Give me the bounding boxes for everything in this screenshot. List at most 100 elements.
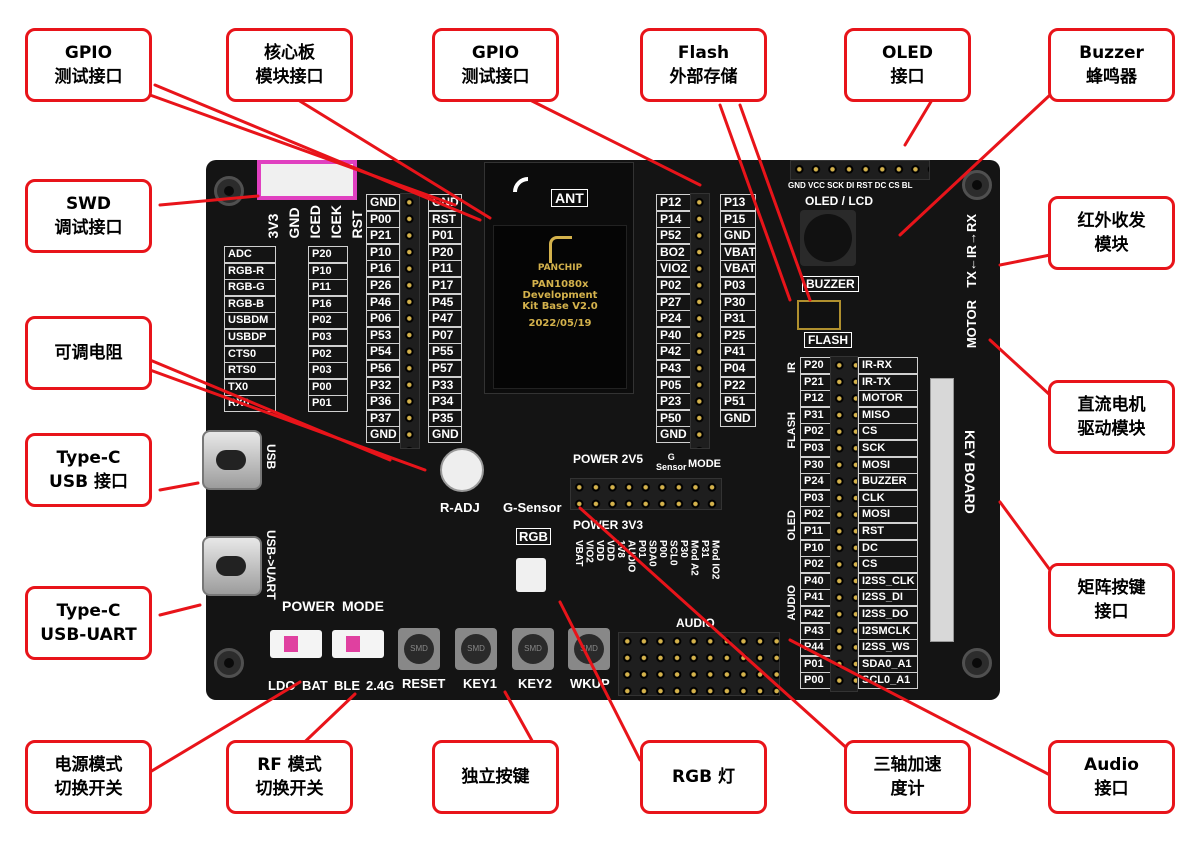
callout-swd: SWD 调试接口 (25, 179, 152, 253)
pin-label: P35 (428, 409, 462, 427)
g-sensor-label: G-Sensor (503, 500, 562, 515)
pin-label: VBAT (720, 260, 756, 278)
pin-label: P46 (366, 293, 400, 311)
pin-label: P07 (428, 326, 462, 344)
column-label: VBAT (573, 540, 584, 567)
rgb-label: RGB (516, 528, 551, 545)
module-brand: PANCHIP (537, 263, 583, 273)
pin-label: IR-RX (858, 357, 918, 374)
pin-label: P34 (428, 393, 462, 411)
pin-label: P15 (720, 210, 756, 228)
column-label: VDD (604, 540, 616, 562)
core-module: ANT PANCHIP PAN1080x Development Kit Bas… (484, 162, 634, 394)
oled-pin-labels: GND VCC SCK DI RST DC CS BL (788, 181, 913, 190)
pin-label: P25 (720, 326, 756, 344)
key1-button (455, 628, 497, 670)
pin-label: VBAT (720, 243, 756, 261)
power-label: POWER (282, 598, 335, 614)
pin-label: P53 (366, 326, 400, 344)
pin-label: P21 (366, 227, 400, 245)
rf-mode-switch (332, 630, 384, 658)
callout-keys: 独立按键 (432, 740, 559, 814)
column-label: SCL0 (667, 540, 679, 566)
pin-label: P31 (720, 310, 756, 328)
pin-label: P10 (308, 262, 348, 280)
column-label: VIO2 (583, 540, 595, 563)
pin-label: P03 (308, 329, 348, 346)
pin-label: GND (720, 409, 756, 427)
ble-label: BLE (334, 678, 360, 693)
module-line2: Kit Base V2.0 (522, 301, 598, 312)
pin-label: P37 (366, 409, 400, 427)
pin-label: IR-TX (858, 373, 918, 391)
pin-label: P36 (366, 393, 400, 411)
pin-label: I2SMCLK (858, 622, 918, 640)
right-block-header (830, 356, 858, 692)
ant-label: ANT (551, 189, 588, 207)
pin-label: GND (720, 227, 756, 245)
callout-rgb: RGB 灯 (640, 740, 767, 814)
pin-label: GND (428, 426, 462, 444)
key2-button (512, 628, 554, 670)
callout-core-board: 核心板 模块接口 (226, 28, 353, 102)
pin-label: P06 (366, 310, 400, 328)
usb-label: USB (264, 444, 278, 470)
pin-label: USBDP (224, 329, 276, 346)
gpio-left-header (400, 193, 420, 449)
mode-label: MODE (342, 598, 384, 614)
pin-label: MOSI (858, 506, 918, 524)
pin-label: P30 (720, 293, 756, 311)
pin-label: P10 (366, 243, 400, 261)
pin-label: ADC (224, 246, 276, 263)
callout-accel: 三轴加速 度计 (844, 740, 971, 814)
pin-label: P01 (428, 227, 462, 245)
callout-keyboard: 矩阵按键 接口 (1048, 563, 1175, 637)
pin-label: P16 (308, 295, 348, 313)
column-label: 1V8 (615, 540, 626, 558)
pin-label: P22 (720, 376, 756, 394)
gpio-right-header (690, 193, 710, 449)
column-label: P01 (636, 540, 647, 558)
mount-hole (962, 648, 992, 678)
pin-label: P02 (308, 345, 348, 363)
potentiometer (440, 448, 484, 492)
pin-label: USBDM (224, 312, 276, 330)
pin-label: P20 (428, 243, 462, 261)
pin-label: P01 (308, 395, 348, 413)
pin-label: P47 (428, 310, 462, 328)
column-label: Mod A2 (688, 540, 700, 576)
keyboard-connector (930, 378, 954, 642)
pin-label: P00 (308, 378, 348, 396)
module-chip: PANCHIP PAN1080x Development Kit Base V2… (493, 225, 627, 389)
usb-typec-port (202, 430, 262, 490)
radj-label: R-ADJ (440, 500, 480, 515)
pin-label: P04 (720, 360, 756, 377)
callout-buzzer: Buzzer 蜂鸣器 (1048, 28, 1175, 102)
pin-label: P45 (428, 293, 462, 311)
callout-pot: 可调电阻 (25, 316, 152, 390)
flash-label: FLASH (804, 332, 852, 348)
callout-typec-uart: Type-C USB-UART (25, 586, 152, 660)
power-mode-header (570, 478, 722, 510)
pin-label: P02 (308, 312, 348, 330)
pin-label: P11 (428, 260, 462, 278)
key2-label: KEY2 (518, 676, 552, 691)
pin-label: P03 (308, 362, 348, 380)
power-3v3-label: POWER 3V3 (573, 518, 644, 532)
pin-label: CS (858, 423, 918, 441)
pin-label: P03 (720, 277, 756, 294)
column-label: Mod IO2 (709, 540, 721, 580)
pin-label: CTS0 (224, 345, 276, 363)
oled-header (790, 160, 930, 180)
pin-label: SDA0_A1 (858, 655, 918, 673)
rgb-led (516, 558, 546, 592)
pin-label: TX0 (224, 378, 276, 396)
oled-lcd-label: OLED / LCD (805, 194, 873, 208)
pin-label: P57 (428, 360, 462, 377)
bat-label: BAT (302, 678, 328, 693)
column-label: AUDIO (625, 540, 637, 573)
column-label: P30 (678, 540, 689, 558)
module-line1: PAN1080x Development (522, 279, 598, 301)
pin-label: P33 (428, 376, 462, 394)
callout-ir: 红外收发 模块 (1048, 196, 1175, 270)
